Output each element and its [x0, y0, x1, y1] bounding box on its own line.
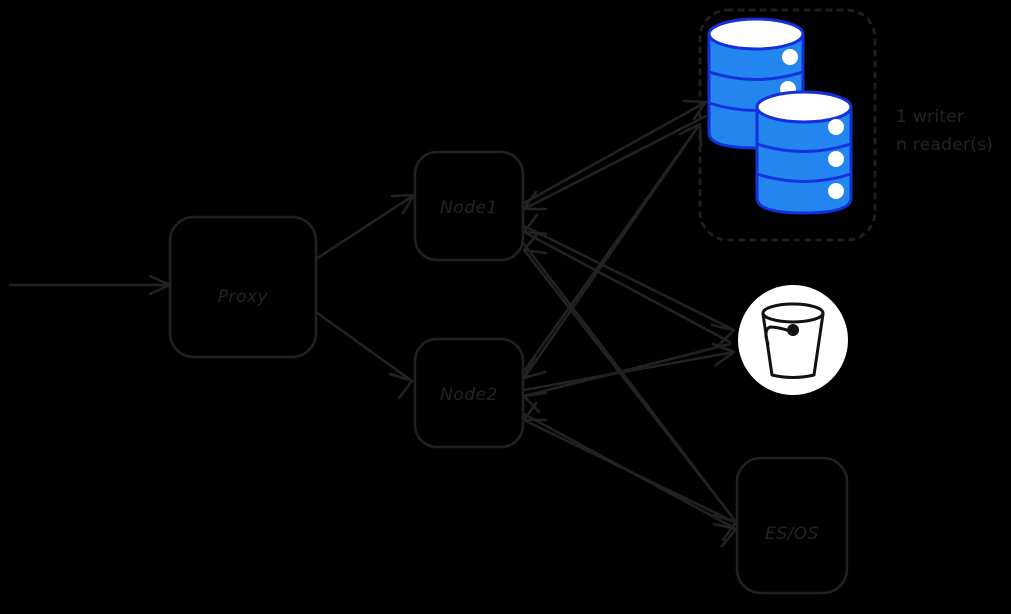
edge-node2-to-bucket: [522, 342, 736, 414]
edge-node1-to-bucket: [522, 213, 736, 347]
edge-node2-to-database: [522, 122, 703, 380]
node1-label: Node1: [440, 198, 498, 218]
node-bucket[interactable]: [738, 285, 848, 395]
node-node2[interactable]: Node2: [413, 337, 525, 449]
database-capacity-annotation: 1 writer n reader(s): [896, 107, 993, 155]
bucket-icon: [761, 302, 825, 379]
bucket-circle-background[interactable]: [738, 285, 848, 395]
edge-node2-to-esos: [522, 401, 738, 548]
database-group-boundary[interactable]: [698, 8, 877, 242]
node2-box[interactable]: [413, 337, 525, 449]
annotation-line-1: 1 writer: [896, 107, 964, 127]
esos-label: ES/OS: [765, 524, 819, 544]
annotation-line-2: n reader(s): [896, 135, 993, 155]
node-database-group[interactable]: [698, 8, 877, 242]
database-cylinder-front: [755, 90, 853, 215]
edge-proxy-to-node2: [314, 310, 414, 400]
edge-node1-to-esos: [522, 231, 738, 542]
edge-proxy-to-node1: [314, 193, 416, 261]
esos-box[interactable]: [735, 456, 849, 595]
node-proxy[interactable]: Proxy: [168, 215, 318, 359]
proxy-box[interactable]: [168, 215, 318, 359]
edge-node1-to-database: [522, 99, 708, 211]
proxy-label: Proxy: [218, 287, 269, 307]
node-esos[interactable]: ES/OS: [735, 456, 849, 595]
node1-box[interactable]: [413, 150, 525, 262]
node2-label: Node2: [440, 385, 498, 405]
edge-external-to-proxy: [8, 274, 172, 296]
node-node1[interactable]: Node1: [413, 150, 525, 262]
